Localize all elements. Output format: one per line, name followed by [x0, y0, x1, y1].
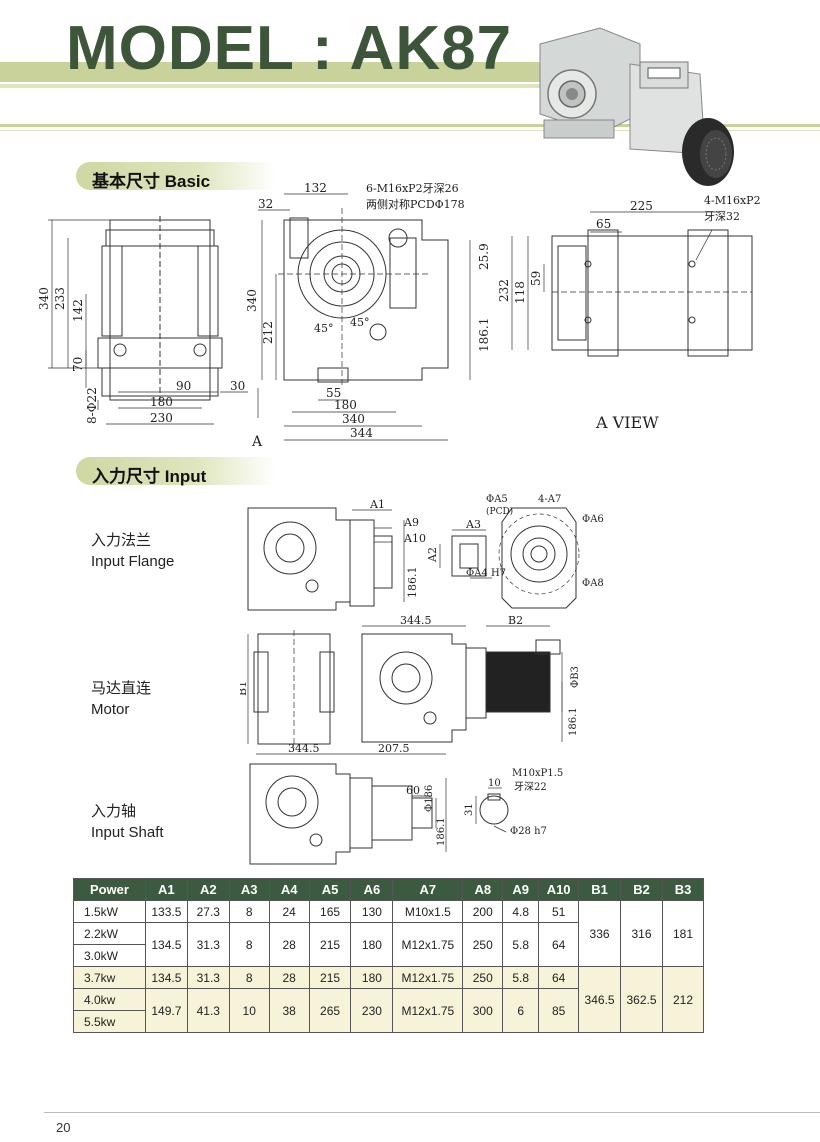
table-row: 2.2kW 134.5 31.3 8 28 215 180 M12x1.75 2…: [73, 922, 704, 967]
dim-left-340: 340: [37, 287, 51, 310]
b2-group1: 316: [620, 900, 663, 967]
aview-caption: A VIEW: [595, 413, 659, 432]
dim-flange-a1: A1: [369, 498, 385, 511]
input-shaft-drawing: 344.5 207.5 60 Φ186 186.1 10 31 M10xP1.5…: [249, 742, 563, 865]
dim-flange-a3: A3: [465, 518, 481, 531]
dim-left-142: 142: [71, 299, 85, 322]
dim-left-70: 70: [71, 357, 85, 372]
dim-front-note-thread: 6-M16xP2牙深26: [366, 182, 459, 195]
basic-a-view-drawing: 225 65 4-M16xP2 牙深32 232 118 59 A VIEW: [497, 194, 761, 432]
dim-left-233: 233: [53, 287, 67, 310]
dim-shaft-note-depth: 牙深22: [514, 781, 547, 793]
dim-motor-b2: B2: [508, 614, 523, 627]
dim-left-30: 30: [230, 379, 245, 393]
dim-shaft-10: 10: [488, 778, 501, 789]
dim-aview-65: 65: [596, 217, 611, 231]
dim-front-angle-45b: 45°: [350, 316, 370, 329]
table-row: 3.7kw 134.5 31.3 8 28 215 180 M12x1.75 2…: [73, 966, 704, 1033]
dim-shaft-note-thread: M10xP1.5: [512, 768, 563, 779]
dim-front-angle-45a: 45°: [314, 322, 334, 335]
dim-front-55: 55: [326, 386, 341, 400]
dim-front-note-pcd: 两侧对称PCDΦ178: [366, 197, 465, 211]
section-header-basic: 基本尺寸 Basic: [76, 162, 276, 191]
dim-shaft-31: 31: [464, 803, 475, 816]
section-header-input: 入力尺寸 Input: [76, 457, 276, 486]
header-rule-thin: [0, 130, 820, 131]
dim-aview-59: 59: [529, 271, 543, 286]
motor-drawing: B1 344.5 B2 ΦB3 186.1: [240, 614, 581, 748]
dim-shaft-60: 60: [406, 784, 420, 797]
dim-front-212: 212: [261, 321, 275, 344]
dim-flange-a2: A2: [426, 547, 439, 563]
dim-left-230: 230: [150, 411, 173, 425]
table-row: 5.5kw: [73, 1010, 704, 1033]
dim-aview-note-thread: 4-M16xP2: [704, 194, 761, 207]
b2-group2: 362.5: [620, 966, 663, 1033]
dim-front-340b: 340: [342, 412, 365, 426]
basic-front-view-drawing: 32 132 6-M16xP2牙深26 两侧对称PCDΦ178 340 212 …: [245, 181, 491, 450]
dim-shaft-phi28: Φ28 h7: [510, 826, 547, 837]
table-header-row: Power A1 A2 A3 A4 A5 A6 A7 A8 A9 A10 B1 …: [73, 878, 704, 901]
header-rule: [0, 124, 820, 127]
dim-motor-b1: B1: [240, 681, 249, 696]
b3-group2: 212: [662, 966, 704, 1033]
dim-aview-232: 232: [497, 279, 511, 302]
b1-group1: 336: [578, 900, 622, 967]
dimension-table: Power A1 A2 A3 A4 A5 A6 A7 A8 A9 A10 B1 …: [73, 878, 704, 1033]
table-row: 4.0kw 149.7 41.3 10 38 265 230 M12x1.75 …: [73, 988, 704, 1033]
dim-front-180: 180: [334, 398, 357, 412]
dim-flange-a7: 4-A7: [538, 494, 561, 505]
dim-left-8-phi22: 8-Φ22: [85, 387, 99, 424]
dim-left-90: 90: [176, 379, 191, 393]
dim-front-arrow-a: A: [251, 434, 263, 450]
header-band: [0, 62, 560, 82]
label-input-flange: 入力法兰 Input Flange: [91, 532, 175, 570]
page-number: 20: [56, 1120, 71, 1135]
dim-flange-186-1: 186.1: [406, 567, 419, 599]
dim-shaft-344-5: 344.5: [288, 742, 320, 755]
dim-left-180: 180: [150, 395, 173, 409]
dim-flange-a10: A10: [403, 532, 426, 545]
input-flange-drawing: A1 A9 A10 A3 A2 ΦA4 H7 186.1 ΦA5 (PCD) 4…: [247, 494, 604, 611]
dim-flange-a8: ΦA8: [582, 578, 604, 589]
dim-front-340: 340: [245, 289, 259, 312]
page-title: MODEL : AK87: [66, 14, 513, 83]
dim-front-344: 344: [350, 426, 373, 440]
footer-rule: [44, 1112, 820, 1113]
dim-motor-b3: ΦB3: [570, 666, 581, 688]
dim-shaft-186-1: 186.1: [436, 817, 447, 846]
dim-flange-a9: A9: [403, 516, 419, 529]
dim-shaft-207-5: 207.5: [378, 742, 410, 755]
gearmotor-product-image: [539, 27, 734, 186]
header-band-thin: [0, 84, 560, 88]
b1-group2: 346.5: [578, 966, 622, 1033]
dim-flange-a6: ΦA6: [582, 514, 604, 525]
b3-group1: 181: [662, 900, 704, 967]
dim-motor-344-5: 344.5: [400, 614, 432, 627]
dim-front-186-1: 186.1: [477, 318, 491, 352]
dim-front-132: 132: [304, 181, 327, 195]
dim-shaft-phi186: Φ186: [424, 785, 435, 812]
dim-flange-pcd: (PCD): [486, 506, 513, 517]
dim-flange-a4: ΦA4 H7: [466, 568, 506, 579]
dim-front-25-9: 25.9: [477, 243, 491, 270]
dim-aview-118: 118: [513, 281, 527, 304]
dim-flange-a5: ΦA5: [486, 494, 508, 505]
basic-side-view-drawing: 340 233 142 70 8-Φ22 90 30 180 230: [37, 216, 248, 425]
label-motor: 马达直连 Motor: [91, 680, 152, 718]
label-input-shaft: 入力轴 Input Shaft: [91, 803, 164, 841]
table-row: 1.5kW 133.5 27.3 8 24 165 130 M10x1.5 20…: [73, 900, 704, 967]
dim-aview-note-depth: 牙深32: [704, 210, 740, 223]
dim-motor-186-1: 186.1: [568, 707, 579, 736]
dim-front-32: 32: [258, 197, 273, 211]
dim-aview-225: 225: [630, 199, 653, 213]
